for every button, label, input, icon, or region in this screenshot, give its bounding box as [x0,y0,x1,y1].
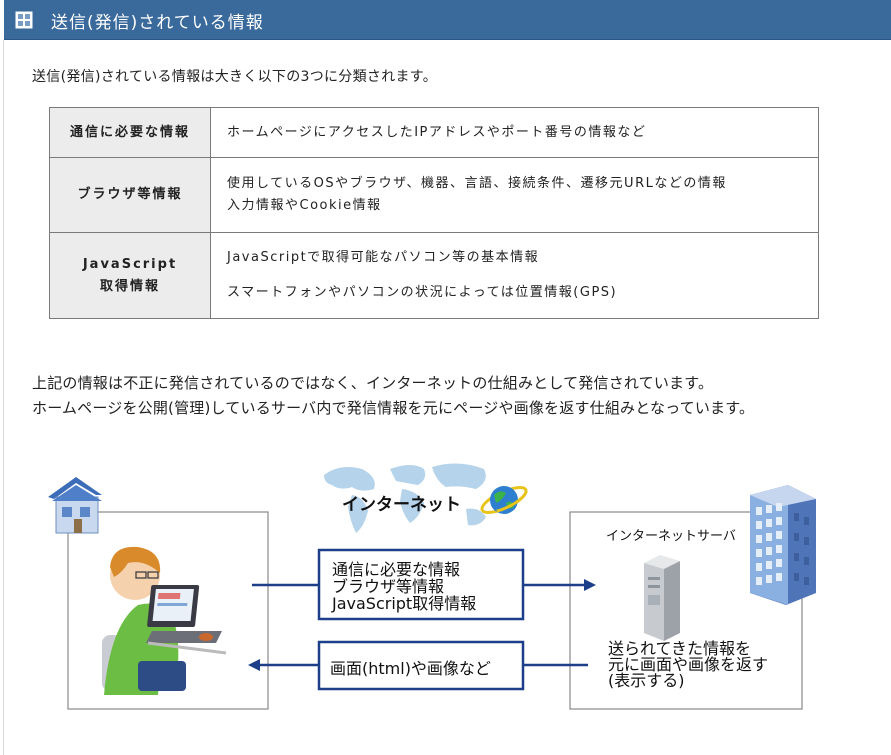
row-detail: 使用しているOSやブラウザ、機器、言語、接続条件、遷移元URLなどの情報 入力情… [210,157,819,233]
section-title: 送信(発信)されている情報 [51,13,264,33]
server-note: 送られてきた情報を 元に画面や画像を返す (表示する) [608,639,769,690]
explanation-line-2: ホームページを公開(管理)しているサーバ内で発信情報を元にページや画像を返す仕組… [32,399,755,417]
diagram-graphics [48,463,816,710]
user-at-laptop-icon [102,546,227,695]
upload-message: 通信に必要な情報 ブラウザ等情報 JavaScript取得情報 [332,560,477,613]
download-message: 画面(html)や画像など [330,659,491,678]
table-row: ブラウザ等情報 使用しているOSやブラウザ、機器、言語、接続条件、遷移元URLな… [49,157,819,233]
info-table: 通信に必要な情報 ホームページにアクセスしたIPアドレスやポート番号の情報など … [49,107,819,319]
server-label: インターネットサーバ [606,529,736,544]
row-heading: ブラウザ等情報 [49,157,211,233]
house-icon [48,477,102,534]
section-header: 送信(発信)されている情報 [4,0,891,40]
server-tower-icon [644,555,680,641]
globe-icon [480,486,528,514]
upload-box [317,548,525,621]
office-building-icon [750,485,816,605]
left-border [3,40,4,755]
internet-label: インターネット [342,495,461,515]
world-map-icon [324,463,486,533]
download-box [317,640,525,691]
row-heading: JavaScript 取得情報 [49,232,211,319]
table-row: JavaScript 取得情報 JavaScriptで取得可能なパソコン等の基本… [49,232,819,319]
explanation-line-1: 上記の情報は不正に発信されているのではなく、インターネットの仕組みとして発信され… [32,374,714,392]
row-detail: ホームページにアクセスしたIPアドレスやポート番号の情報など [210,107,819,158]
grid-icon [15,11,33,29]
table-row: 通信に必要な情報 ホームページにアクセスしたIPアドレスやポート番号の情報など [49,107,819,158]
network-diagram: インターネット インターネットサーバ 通信に必要な情報 ブラウザ等情報 Java… [40,455,830,740]
intro-text: 送信(発信)されている情報は大きく以下の3つに分類されます。 [32,69,438,85]
row-detail: JavaScriptで取得可能なパソコン等の基本情報 スマートフォンやパソコンの… [210,232,819,319]
row-heading: 通信に必要な情報 [49,107,211,158]
